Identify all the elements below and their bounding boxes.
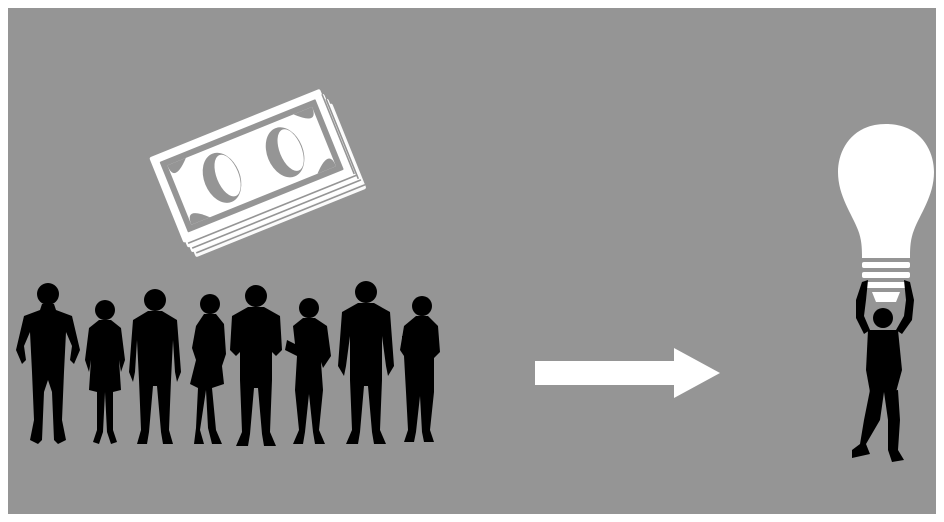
illustration-svg — [0, 0, 944, 522]
illustration-canvas — [0, 0, 944, 522]
